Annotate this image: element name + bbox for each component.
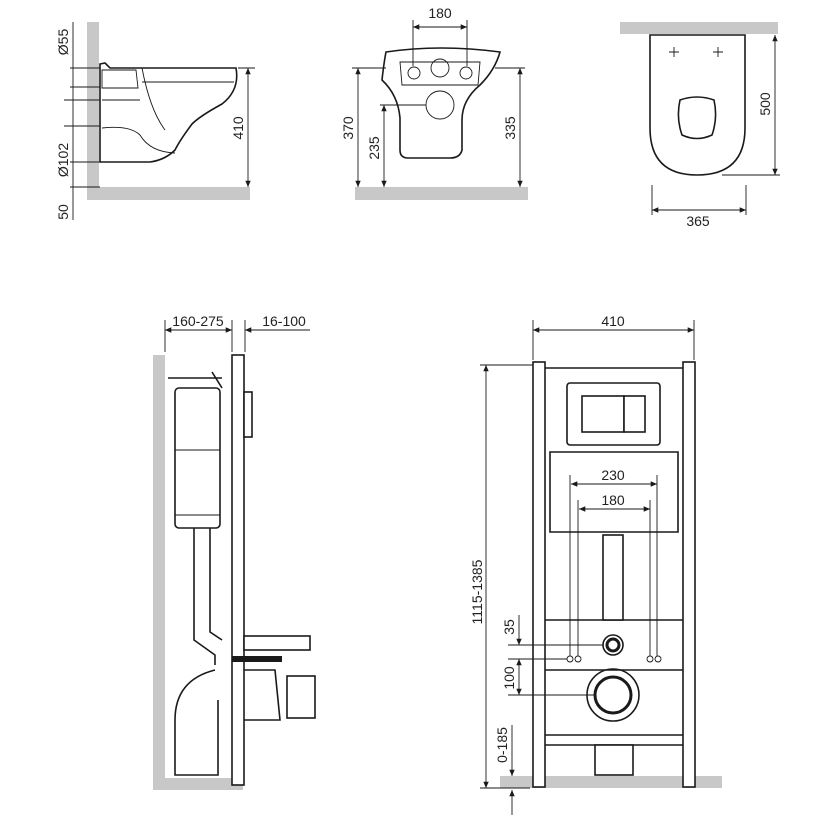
dim-width: 365 [686, 213, 710, 229]
dim-pipe-offset: 35 [501, 619, 517, 635]
dim-bolt-spacing: 180 [428, 5, 452, 21]
flush-pipe [602, 534, 624, 621]
flush-button-large[interactable] [581, 395, 625, 433]
right-leg [682, 361, 696, 788]
flush-connector [243, 391, 253, 438]
dim-wall-depth: 160-275 [172, 313, 224, 329]
dim-drain-height: 235 [366, 136, 382, 160]
left-leg [532, 361, 546, 788]
dim-drain-offset: 100 [501, 666, 517, 690]
front-panel [231, 354, 245, 786]
wall [87, 22, 99, 200]
water-inlet-pipe [243, 635, 311, 651]
dim-bolt-inner: 180 [601, 492, 625, 508]
dim-panel-depth: 16-100 [262, 313, 306, 329]
dim-outlet-diameter: Ø55 [55, 29, 71, 56]
wall [620, 22, 778, 34]
flush-button-small[interactable] [623, 395, 646, 433]
dim-bolt-outer: 230 [601, 467, 625, 483]
toilet-front-view: 180 370 235 335 [340, 5, 528, 200]
toilet-body [99, 62, 238, 163]
dim-side-height: 410 [230, 116, 246, 140]
floor [87, 187, 250, 200]
drain-bend [594, 744, 634, 776]
frame-side-view: 160-275 16-100 [153, 313, 316, 790]
dim-frame-height: 1115-1385 [469, 559, 485, 624]
dim-total-height: 370 [340, 116, 356, 140]
toilet-seat [649, 34, 746, 176]
floor [355, 187, 528, 200]
drain-outlet [286, 675, 316, 719]
wall [153, 355, 165, 790]
cistern [174, 387, 221, 529]
dim-length: 500 [757, 92, 773, 116]
dim-rim-height: 335 [502, 116, 518, 140]
floor [153, 778, 243, 790]
drain-pipe [232, 656, 282, 662]
toilet-top-view: 500 365 [620, 22, 780, 229]
toilet-side-view: Ø55 Ø102 50 410 [55, 22, 255, 220]
dim-drain-diameter: Ø102 [55, 143, 71, 177]
floor [500, 776, 722, 788]
toilet-bowl [381, 47, 502, 159]
frame-front-view: 410 230 180 1115-1385 35 100 0-185 [469, 313, 722, 815]
dim-frame-width: 410 [601, 313, 625, 329]
dim-leg-adjust: 0-185 [494, 727, 510, 763]
dim-floor-gap: 50 [55, 204, 71, 220]
